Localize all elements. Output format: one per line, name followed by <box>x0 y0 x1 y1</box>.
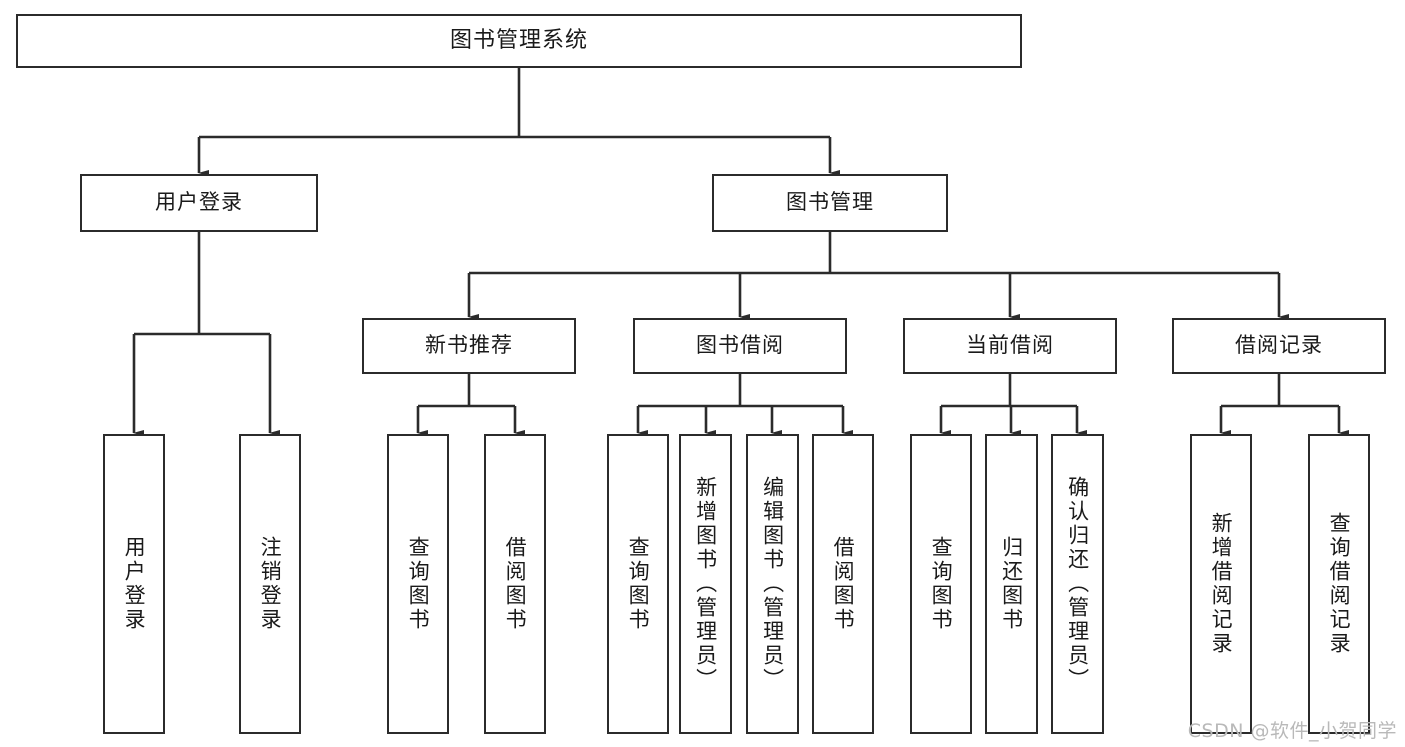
node-leaf-return-book[interactable]: 归还图书 <box>985 434 1038 734</box>
node-leaf-edit-book-label: 编辑图书（管理员） <box>760 476 785 692</box>
node-leaf-borrow-book-1[interactable]: 借阅图书 <box>484 434 546 734</box>
node-leaf-borrow-book-1-label: 借阅图书 <box>503 536 528 632</box>
node-borrow-record-label: 借阅记录 <box>1235 333 1323 358</box>
node-leaf-query-book-1-label: 查询图书 <box>406 536 431 632</box>
node-leaf-user-login[interactable]: 用户登录 <box>103 434 165 734</box>
node-leaf-return-book-label: 归还图书 <box>999 536 1024 632</box>
node-leaf-borrow-book-2-label: 借阅图书 <box>831 536 856 632</box>
node-leaf-confirm-return-label: 确认归还（管理员） <box>1065 476 1090 692</box>
node-leaf-query-record-label: 查询借阅记录 <box>1327 512 1352 656</box>
node-leaf-query-book-3[interactable]: 查询图书 <box>910 434 972 734</box>
node-leaf-user-login-label: 用户登录 <box>122 536 147 632</box>
node-borrow-record[interactable]: 借阅记录 <box>1172 318 1386 374</box>
node-leaf-borrow-book-2[interactable]: 借阅图书 <box>812 434 874 734</box>
node-root[interactable]: 图书管理系统 <box>16 14 1022 68</box>
node-leaf-query-record[interactable]: 查询借阅记录 <box>1308 434 1370 734</box>
node-leaf-confirm-return[interactable]: 确认归还（管理员） <box>1051 434 1104 734</box>
node-leaf-user-logout[interactable]: 注销登录 <box>239 434 301 734</box>
node-leaf-add-book[interactable]: 新增图书（管理员） <box>679 434 732 734</box>
node-leaf-add-record-label: 新增借阅记录 <box>1209 512 1234 656</box>
node-leaf-add-record[interactable]: 新增借阅记录 <box>1190 434 1252 734</box>
node-new-book-recommend[interactable]: 新书推荐 <box>362 318 576 374</box>
node-user-login[interactable]: 用户登录 <box>80 174 318 232</box>
node-book-borrow-label: 图书借阅 <box>696 333 784 358</box>
node-leaf-edit-book[interactable]: 编辑图书（管理员） <box>746 434 799 734</box>
node-leaf-query-book-2-label: 查询图书 <box>626 536 651 632</box>
node-book-manage[interactable]: 图书管理 <box>712 174 948 232</box>
watermark: CSDN @软件_小贺同学 <box>1187 720 1397 742</box>
node-root-label: 图书管理系统 <box>449 27 588 53</box>
node-leaf-user-logout-label: 注销登录 <box>258 536 283 632</box>
node-leaf-query-book-3-label: 查询图书 <box>929 536 954 632</box>
node-leaf-add-book-label: 新增图书（管理员） <box>693 476 718 692</box>
node-leaf-query-book-2[interactable]: 查询图书 <box>607 434 669 734</box>
node-current-borrow[interactable]: 当前借阅 <box>903 318 1117 374</box>
node-user-login-label: 用户登录 <box>155 190 243 215</box>
node-leaf-query-book-1[interactable]: 查询图书 <box>387 434 449 734</box>
node-book-manage-label: 图书管理 <box>786 190 874 215</box>
node-new-book-recommend-label: 新书推荐 <box>425 333 513 358</box>
node-book-borrow[interactable]: 图书借阅 <box>633 318 847 374</box>
node-current-borrow-label: 当前借阅 <box>966 333 1054 358</box>
